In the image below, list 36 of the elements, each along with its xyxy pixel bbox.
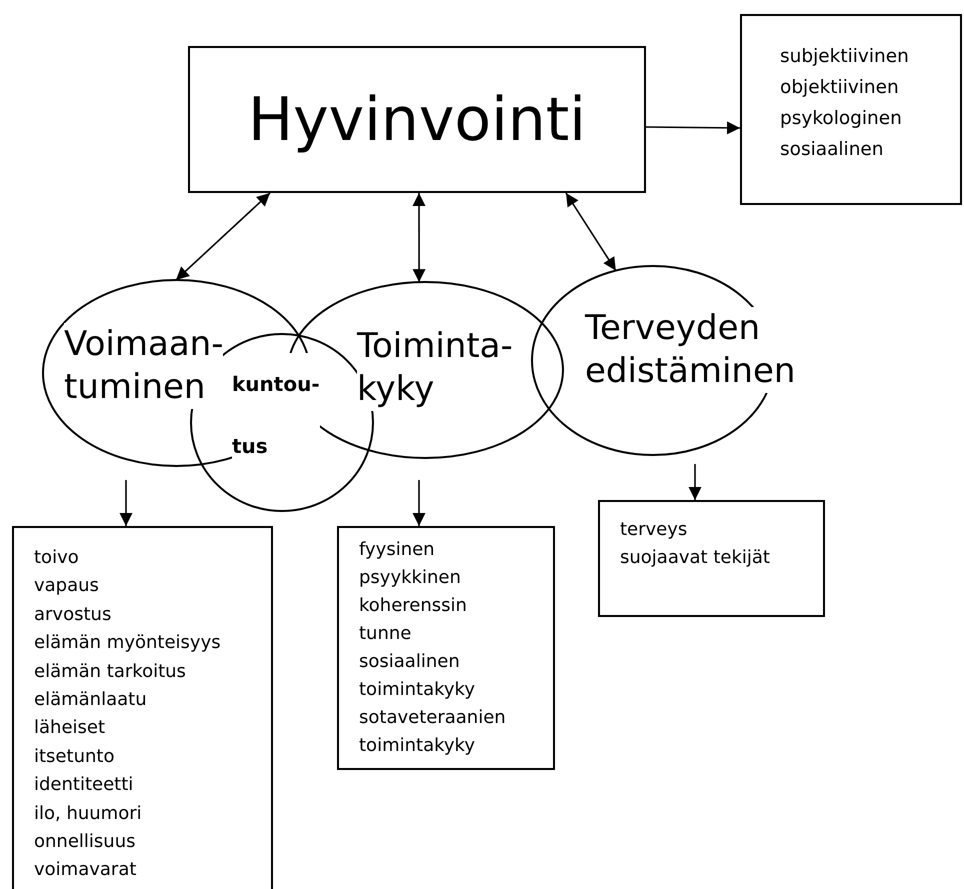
list-item: psykologinen — [780, 107, 903, 131]
list-item: arvostus — [34, 602, 112, 627]
list-item: psyykkinen — [359, 566, 461, 590]
list-item: voimavarat — [34, 858, 138, 882]
list-item: identiteetti — [34, 773, 134, 798]
shape-label: Voimaan- tuminen — [64, 323, 224, 409]
list-item: elämän myönteisyys — [34, 631, 222, 656]
arrow — [120, 480, 132, 526]
list-box — [740, 14, 962, 205]
list-item: sotaveteraanien toimintakyky — [359, 706, 506, 758]
list-item: subjektiivinen — [780, 45, 910, 69]
title-text: Hyvinvointi — [248, 84, 586, 154]
arrow — [646, 121, 740, 134]
list-item: elämänlaatu — [34, 688, 148, 712]
title-box — [188, 46, 646, 193]
list-item: suojaavat tekijät — [620, 546, 771, 570]
list-item: itsetunto — [34, 744, 116, 769]
list-item: fyysinen — [359, 538, 435, 562]
list-item: elämän tarkoitus — [34, 660, 187, 684]
arrow — [412, 193, 426, 282]
list-box — [598, 500, 825, 617]
list-item: toivo — [34, 546, 80, 570]
arrow — [688, 464, 702, 500]
list-item: sosiaalinen — [780, 138, 885, 162]
list-item: terveys — [620, 518, 688, 542]
list-box — [337, 526, 555, 770]
arrow — [412, 480, 426, 526]
arrow — [175, 192, 271, 281]
list-item: vapaus — [34, 574, 100, 598]
list-item: onnellisuus — [34, 830, 136, 854]
list-item: ilo, huumori — [34, 802, 143, 826]
list-item: objektiivinen — [780, 76, 900, 100]
list-item: läheiset — [34, 716, 106, 740]
arrow — [565, 192, 616, 271]
shape-label: Terveyden edistäminen — [585, 307, 796, 393]
list-box — [12, 526, 273, 889]
